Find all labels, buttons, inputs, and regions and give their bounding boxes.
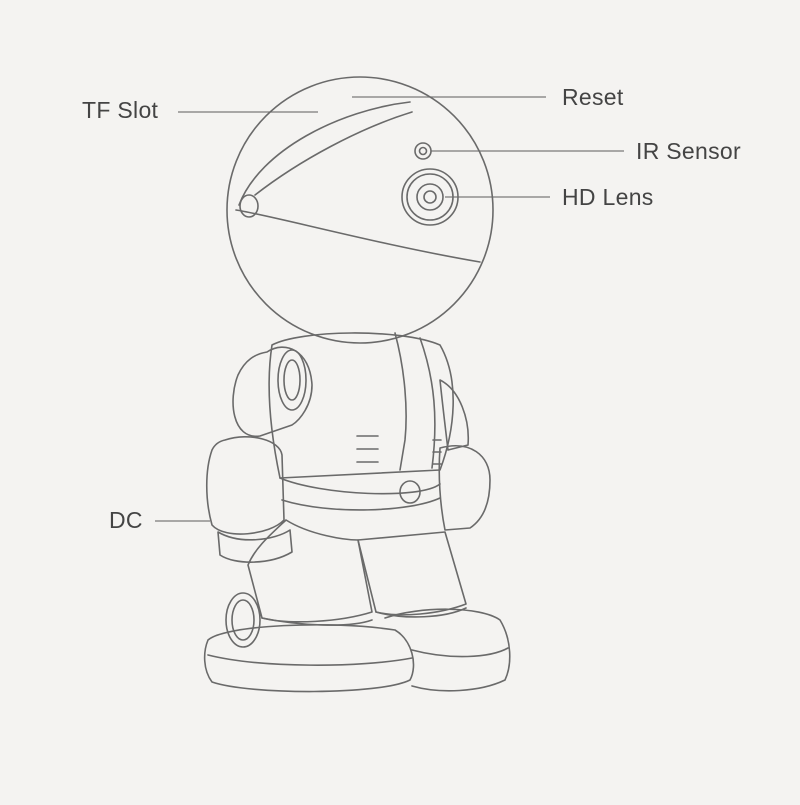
robot-head [226,76,494,344]
robot-legs [203,519,511,693]
tf-slot-cover [239,194,259,218]
reset-label: Reset [562,84,624,110]
hd-lens-label: HD Lens [562,184,654,210]
robot-right-arm [438,379,491,531]
dc-port [225,592,261,648]
ir-sensor-label: IR Sensor [636,138,741,164]
ir-sensor [414,142,432,160]
dc-label: DC [109,507,143,533]
tf-slot-label: TF Slot [82,97,159,123]
hd-lens [401,168,459,226]
belt-button [399,480,421,504]
robot-left-arm [206,346,313,563]
robot-torso [268,332,454,511]
